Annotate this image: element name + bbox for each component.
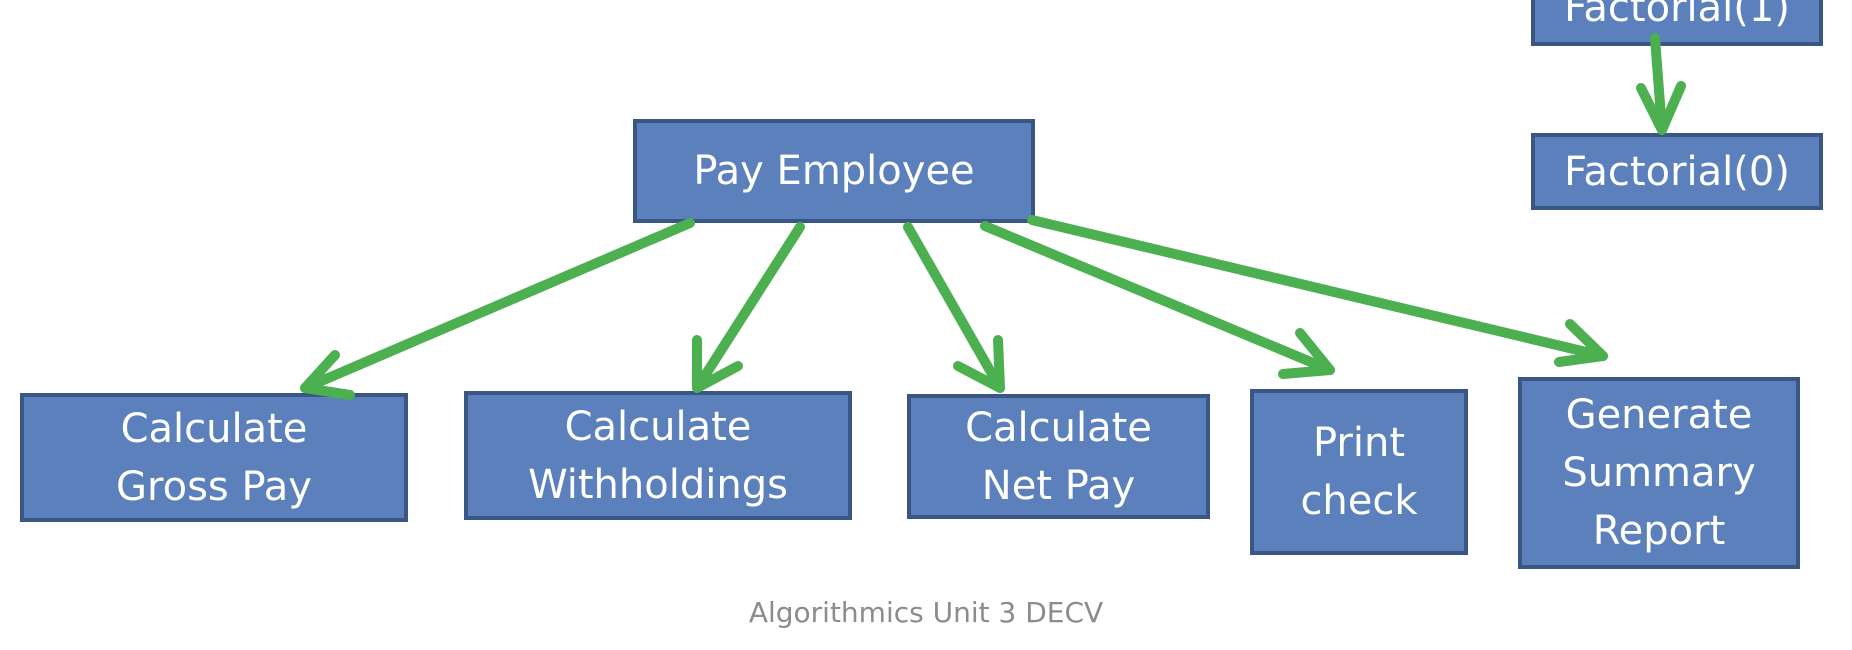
arrow-pay-employee-to-net-pay <box>903 222 1005 393</box>
node-label-line-3: Report <box>1592 508 1726 554</box>
arrow-pay-employee-to-summary-report <box>1027 215 1608 367</box>
node-calculate-gross-pay: Calculate Gross Pay <box>20 393 408 522</box>
node-label-line-2: Net Pay <box>981 462 1136 509</box>
footer-text: Algorithmics Unit 3 DECV <box>748 596 1104 629</box>
node-label-line-1: Print <box>1312 420 1405 466</box>
node-label-line-1: Generate <box>1565 392 1753 438</box>
node-label-line-2: Gross Pay <box>116 463 312 510</box>
node-factorial-0: Factorial(0) <box>1531 133 1823 210</box>
node-calculate-net-pay: Calculate Net Pay <box>907 394 1210 519</box>
node-label: Pay Employee <box>693 148 975 194</box>
node-generate-summary-report: Generate Summary Report <box>1518 377 1800 569</box>
node-label-line-1: Calculate <box>564 403 752 450</box>
arrow-pay-employee-to-print-check <box>980 221 1335 379</box>
node-print-check: Print check <box>1250 389 1468 555</box>
arrow-pay-employee-to-gross-pay <box>300 218 695 400</box>
arrow-pay-employee-to-withholdings <box>692 222 805 393</box>
node-label: Factorial(1) <box>1564 0 1790 31</box>
node-label-line-2: check <box>1300 478 1418 524</box>
node-label-line-1: Calculate <box>965 404 1152 451</box>
node-pay-employee: Pay Employee <box>633 119 1035 223</box>
node-label-line-1: Calculate <box>120 405 308 452</box>
node-label-line-2: Summary <box>1562 450 1756 496</box>
node-factorial-1: Factorial(1) <box>1531 0 1823 46</box>
node-label: Factorial(0) <box>1564 148 1790 195</box>
node-label-line-2: Withholdings <box>528 461 788 508</box>
node-calculate-withholdings: Calculate Withholdings <box>464 391 852 520</box>
arrow-factorial-1-to-factorial-0 <box>1636 33 1686 135</box>
